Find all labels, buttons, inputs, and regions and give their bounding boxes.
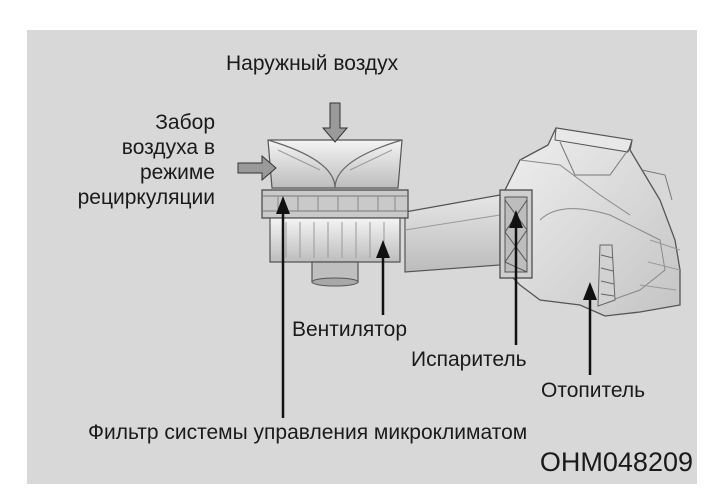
heater-case bbox=[504, 127, 681, 317]
recirculation-label-line: Забор bbox=[155, 111, 215, 134]
recirculation-label-line: рециркуляции bbox=[77, 186, 215, 209]
heater-label: Отопитель bbox=[541, 379, 646, 402]
figure-code: OHM048209 bbox=[539, 447, 693, 477]
heater-leader-arrow bbox=[583, 282, 597, 375]
filter-label: Фильтр системы управления микроклиматом bbox=[88, 421, 528, 444]
outside-air-arrow bbox=[321, 102, 349, 143]
recirculation-air-arrow bbox=[237, 154, 277, 182]
fan-leader-arrow bbox=[376, 240, 390, 315]
connecting-duct bbox=[404, 194, 501, 273]
intake-housing bbox=[267, 139, 403, 189]
evaporator-leader-arrow bbox=[509, 210, 523, 345]
filter-leader-arrow bbox=[276, 196, 290, 418]
outside-air-label: Наружный воздух bbox=[226, 52, 399, 75]
recirculation-label: Забор воздуха в режиме рециркуляции bbox=[15, 110, 215, 210]
fan-label: Вентилятор bbox=[292, 318, 407, 341]
fan-housing bbox=[269, 217, 401, 287]
recirculation-label-line: режиме bbox=[139, 161, 215, 184]
recirculation-label-line: воздуха в bbox=[121, 136, 215, 159]
evaporator-label: Испаритель bbox=[411, 348, 527, 371]
